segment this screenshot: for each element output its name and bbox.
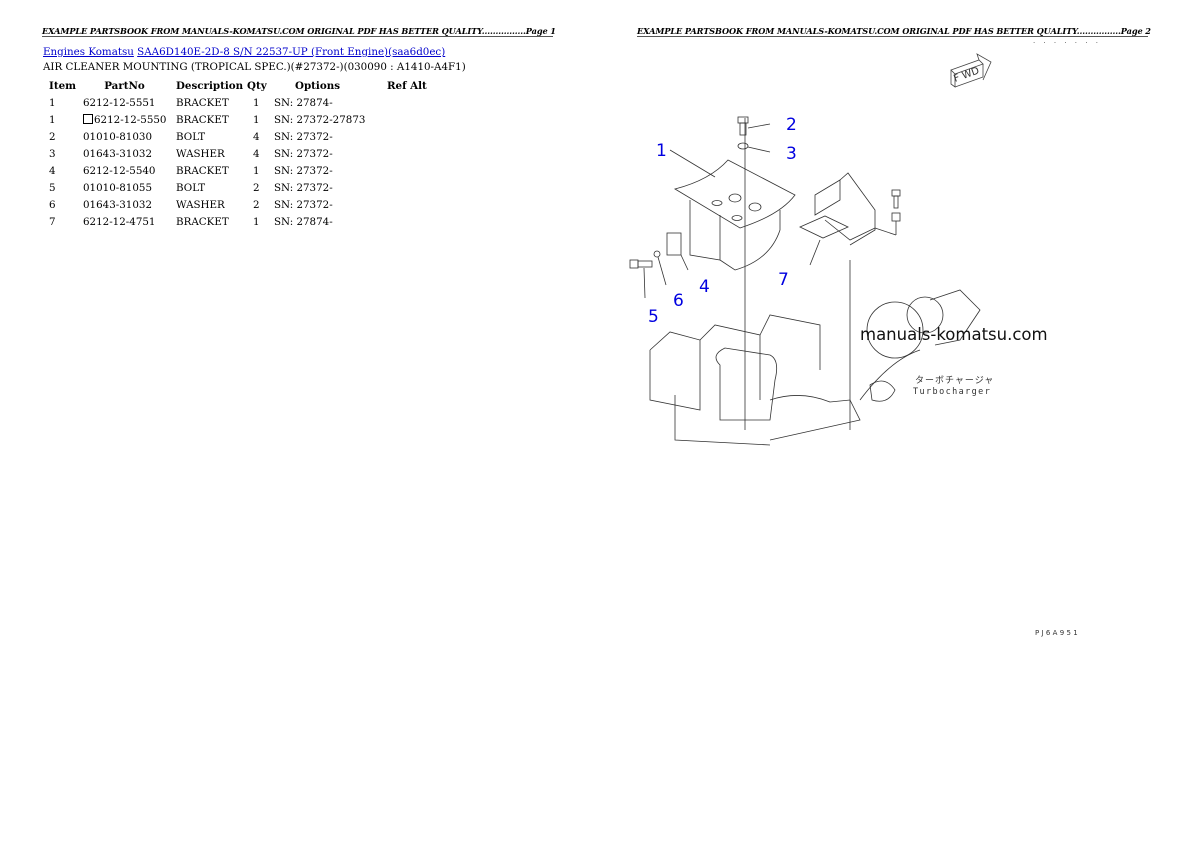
cell-item: 7 [49, 215, 56, 228]
column-header-ref-alt: Ref Alt [387, 79, 427, 92]
breadcrumb: Engines Komatsu SAA6D140E-2D-8 S/N 22537… [43, 46, 445, 58]
page-header: EXAMPLE PARTSBOOK FROM MANUALS-KOMATSU.C… [637, 26, 1151, 36]
column-header-qty: Qty [247, 79, 267, 92]
cell-ref-alt [387, 213, 437, 230]
cell-description: BRACKET [176, 96, 229, 109]
checkbox-square-icon [83, 113, 93, 124]
cell-partno: 01010-81055 [83, 181, 152, 194]
column-header-description: Description [176, 79, 244, 92]
cell-options: SN: 27874- [274, 96, 333, 109]
table-row: 4 6212-12-5540 BRACKET 1 SN: 27372- [43, 162, 437, 179]
cell-options: SN: 27372- [274, 198, 333, 211]
header-divider [637, 36, 1148, 37]
cell-item: 1 [49, 96, 56, 109]
cell-ref-alt [387, 94, 437, 111]
header-dots: · · · · · · · [1033, 39, 1101, 47]
header-divider [42, 36, 553, 37]
fwd-arrow-icon: F WD [950, 53, 992, 88]
table-row: 7 6212-12-4751 BRACKET 1 SN: 27874- [43, 213, 437, 230]
table-row: 1 6212-12-5550 BRACKET 1 SN: 27372-27873 [43, 111, 437, 128]
table-row: 6 01643-31032 WASHER 2 SN: 27372- [43, 196, 437, 213]
cell-partno: 01643-31032 [83, 198, 152, 211]
cell-qty: 1 [253, 113, 260, 126]
cell-partno: 6212-12-5551 [83, 96, 156, 109]
cell-item: 1 [49, 113, 56, 126]
callout-1: 1 [656, 141, 667, 161]
page-header: EXAMPLE PARTSBOOK FROM MANUALS-KOMATSU.C… [42, 26, 556, 36]
callout-4: 4 [699, 277, 710, 297]
cell-qty: 1 [253, 215, 260, 228]
cell-description: WASHER [176, 198, 225, 211]
column-header-item: Item [49, 79, 77, 92]
table-row: 1 6212-12-5551 BRACKET 1 SN: 27874- [43, 94, 437, 111]
cell-options: SN: 27874- [274, 215, 333, 228]
cell-partno: 6212-12-5550 [83, 111, 176, 128]
cell-partno: 01643-31032 [83, 147, 152, 160]
cell-description: WASHER [176, 147, 225, 160]
table-row: 5 01010-81055 BOLT 2 SN: 27372- [43, 179, 437, 196]
turbocharger-label: Turbocharger [913, 387, 992, 397]
cell-options: SN: 27372- [274, 130, 333, 143]
cell-item: 5 [49, 181, 56, 194]
cell-item: 2 [49, 130, 56, 143]
callout-6: 6 [673, 291, 684, 311]
cell-partno: 01010-81030 [83, 130, 152, 143]
parts-diagram [629, 116, 981, 446]
cell-description: BRACKET [176, 215, 229, 228]
figure-code: PJ6A951 [1035, 629, 1080, 637]
cell-qty: 1 [253, 96, 260, 109]
callout-3: 3 [786, 144, 797, 164]
callout-2: 2 [786, 115, 797, 135]
cell-options: SN: 27372-27873 [274, 113, 366, 126]
table-header-row: Item PartNo Description Qty Options Ref … [43, 77, 437, 94]
cell-description: BOLT [176, 130, 206, 143]
cell-item: 4 [49, 164, 56, 177]
cell-ref-alt [387, 196, 437, 213]
column-header-options: Options [295, 79, 340, 92]
cell-qty: 4 [253, 130, 260, 143]
cell-description: BRACKET [176, 113, 229, 126]
page-1: EXAMPLE PARTSBOOK FROM MANUALS-KOMATSU.C… [42, 26, 556, 230]
cell-ref-alt [387, 111, 437, 128]
callout-5: 5 [648, 307, 659, 327]
cell-description: BRACKET [176, 164, 229, 177]
cell-description: BOLT [176, 181, 206, 194]
watermark: manuals-komatsu.com [860, 325, 1048, 344]
cell-qty: 4 [253, 147, 260, 160]
turbocharger-label-jp: ターボチャージャ [915, 376, 995, 386]
cell-qty: 2 [253, 181, 260, 194]
cell-item: 6 [49, 198, 56, 211]
cell-ref-alt [387, 162, 437, 179]
cell-qty: 1 [253, 164, 260, 177]
breadcrumb-link-model[interactable]: SAA6D140E-2D-8 S/N 22537-UP (Front Engin… [137, 46, 446, 58]
cell-ref-alt [387, 145, 437, 162]
cell-partno: 6212-12-5540 [83, 164, 156, 177]
cell-partno: 6212-12-4751 [83, 215, 156, 228]
cell-qty: 2 [253, 198, 260, 211]
cell-item: 3 [49, 147, 56, 160]
cell-partno-text: 6212-12-5550 [94, 113, 167, 126]
page-2: EXAMPLE PARTSBOOK FROM MANUALS-KOMATSU.C… [595, 0, 1190, 842]
breadcrumb-link-category[interactable]: Engines Komatsu [43, 46, 134, 58]
table-row: 3 01643-31032 WASHER 4 SN: 27372- [43, 145, 437, 162]
cell-options: SN: 27372- [274, 181, 333, 194]
parts-table: Item PartNo Description Qty Options Ref … [43, 77, 437, 230]
cell-options: SN: 27372- [274, 147, 333, 160]
callout-7: 7 [778, 270, 789, 290]
cell-options: SN: 27372- [274, 164, 333, 177]
table-row: 2 01010-81030 BOLT 4 SN: 27372- [43, 128, 437, 145]
cell-ref-alt [387, 128, 437, 145]
column-header-partno: PartNo [104, 79, 145, 92]
section-title: AIR CLEANER MOUNTING (TROPICAL SPEC.)(#2… [43, 61, 466, 73]
cell-ref-alt [387, 179, 437, 196]
